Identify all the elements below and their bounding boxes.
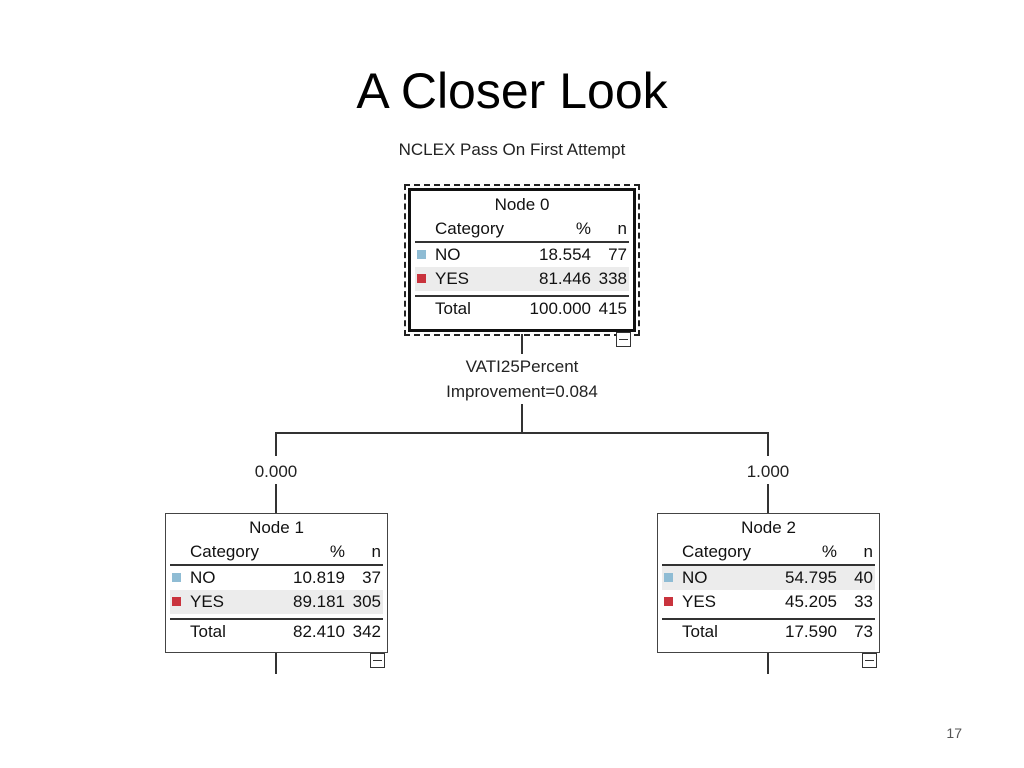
row-category: NO: [190, 568, 216, 587]
node-row-yes: YES 45.205 33: [662, 590, 875, 614]
row-n: 40: [854, 568, 873, 587]
tree-node-0[interactable]: Node 0 Category % n NO 18.554 77 YES 81.…: [404, 184, 640, 336]
node-title: Node 1: [249, 518, 304, 537]
node-header: Category % n: [170, 540, 383, 566]
node-row-yes: YES 81.446 338: [415, 267, 629, 291]
connector-root-bottom: [521, 404, 523, 433]
connector-node1-down: [275, 652, 277, 674]
node-row-no: NO 10.819 37: [170, 566, 383, 590]
node-total-row: Total 82.410 342: [170, 618, 383, 644]
row-percent: 18.554: [539, 245, 591, 264]
connector-node2-down: [767, 652, 769, 674]
row-n: 77: [608, 245, 627, 264]
row-percent: 54.795: [785, 568, 837, 587]
total-label: Total: [190, 622, 226, 641]
header-n: n: [371, 542, 381, 561]
no-swatch: [172, 573, 181, 582]
header-percent: %: [329, 542, 345, 561]
collapse-node-0-icon[interactable]: [616, 332, 631, 347]
node-total-row: Total 17.590 73: [662, 618, 875, 644]
header-category: Category: [435, 219, 504, 238]
yes-swatch: [417, 274, 426, 283]
page-number: 17: [946, 725, 962, 741]
node-total-row: Total 100.000 415: [415, 295, 629, 321]
branch-right-label: 1.000: [746, 462, 790, 481]
connector-root-top: [521, 334, 523, 354]
connector-right-top: [767, 432, 769, 456]
row-percent: 81.446: [539, 269, 591, 288]
split-variable-label: VATI25Percent: [465, 357, 579, 376]
node-row-no: NO 54.795 40: [662, 566, 875, 590]
connector-left-bottom: [275, 484, 277, 513]
row-category: YES: [682, 592, 717, 611]
node-row-yes: YES 89.181 305: [170, 590, 383, 614]
row-n: 33: [854, 592, 873, 611]
tree-node-2[interactable]: Node 2 Category % n NO 54.795 40 YES 45.…: [657, 513, 880, 653]
row-n: 305: [352, 592, 381, 611]
row-category: NO: [435, 245, 461, 264]
no-swatch: [417, 250, 426, 259]
row-category: NO: [682, 568, 708, 587]
header-percent: %: [821, 542, 837, 561]
total-percent: 100.000: [529, 299, 591, 318]
total-n: 415: [598, 299, 627, 318]
header-percent: %: [575, 219, 591, 238]
total-percent: 82.410: [293, 622, 345, 641]
node-title: Node 0: [494, 195, 550, 214]
branch-left-label: 0.000: [254, 462, 298, 481]
row-category: YES: [190, 592, 225, 611]
header-n: n: [863, 542, 873, 561]
connector-right-bottom: [767, 484, 769, 513]
total-label: Total: [435, 299, 471, 318]
node-header: Category % n: [662, 540, 875, 566]
total-n: 342: [352, 622, 381, 641]
tree-node-1[interactable]: Node 1 Category % n NO 10.819 37 YES 89.…: [165, 513, 388, 653]
total-label: Total: [682, 622, 718, 641]
node-row-no: NO 18.554 77: [415, 243, 629, 267]
collapse-node-2-icon[interactable]: [862, 653, 877, 668]
connector-left-top: [275, 432, 277, 456]
node-title: Node 2: [741, 518, 796, 537]
no-swatch: [664, 573, 673, 582]
header-category: Category: [682, 542, 751, 561]
row-category: YES: [435, 269, 470, 288]
yes-swatch: [664, 597, 673, 606]
row-percent: 89.181: [293, 592, 345, 611]
node-header: Category % n: [415, 217, 629, 243]
split-improvement-label: Improvement=0.084: [446, 382, 598, 401]
total-percent: 17.590: [785, 622, 837, 641]
row-percent: 45.205: [785, 592, 837, 611]
tree-title: NCLEX Pass On First Attempt: [398, 140, 626, 159]
header-category: Category: [190, 542, 259, 561]
row-n: 338: [598, 269, 627, 288]
yes-swatch: [172, 597, 181, 606]
row-n: 37: [362, 568, 381, 587]
header-n: n: [617, 219, 627, 238]
collapse-node-1-icon[interactable]: [370, 653, 385, 668]
connector-horizontal: [275, 432, 769, 434]
total-n: 73: [854, 622, 873, 641]
slide-title: A Closer Look: [356, 63, 668, 119]
row-percent: 10.819: [293, 568, 345, 587]
